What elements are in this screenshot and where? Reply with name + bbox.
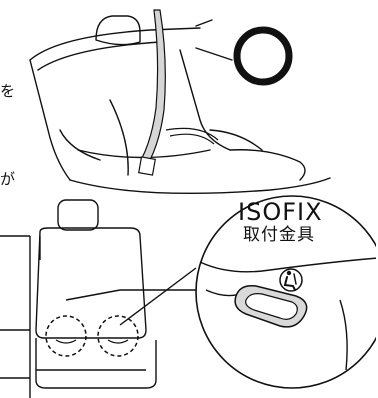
magnified-callout [195, 195, 378, 389]
isofix-label: ISOFIX 取付金具 [238, 198, 323, 245]
ring-mark-icon [233, 26, 293, 86]
seatbelt [138, 9, 219, 176]
text-fragment-2: が [0, 171, 16, 188]
seat-front-view [0, 199, 197, 398]
isofix-subtitle: 取付金具 [243, 225, 315, 245]
isofix-title: ISOFIX [238, 198, 323, 226]
anchor-slots [55, 339, 129, 344]
child-seat-symbol-icon [279, 268, 303, 292]
text-fragment-1: を [0, 83, 16, 100]
anchor-dashed-circles [45, 315, 139, 357]
rear-seat-drawing [29, 15, 331, 195]
